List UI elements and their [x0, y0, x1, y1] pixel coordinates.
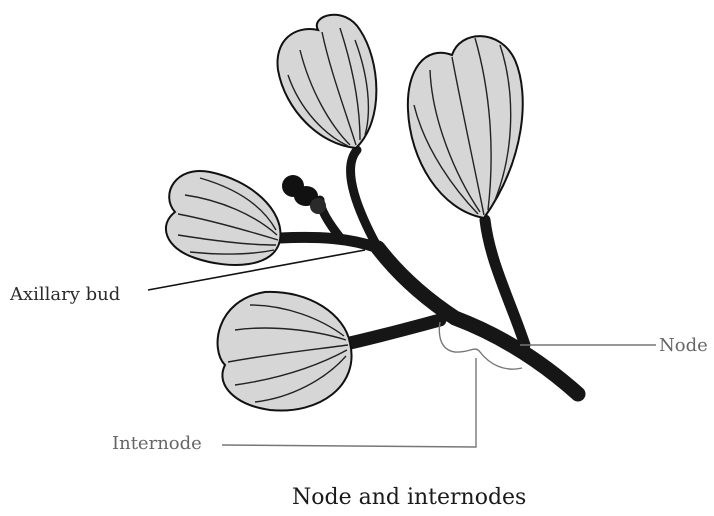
internode-label: Internode [112, 433, 202, 454]
figure-caption: Node and internodes [292, 485, 526, 510]
leaf-left [166, 171, 281, 265]
leaf-top-right [408, 36, 523, 218]
leaf-lower [218, 292, 352, 411]
node-label: Node [659, 335, 708, 356]
leaf-top [278, 15, 377, 148]
axillary-bud-label: Axillary bud [9, 284, 120, 305]
axillary-bud [282, 175, 326, 214]
